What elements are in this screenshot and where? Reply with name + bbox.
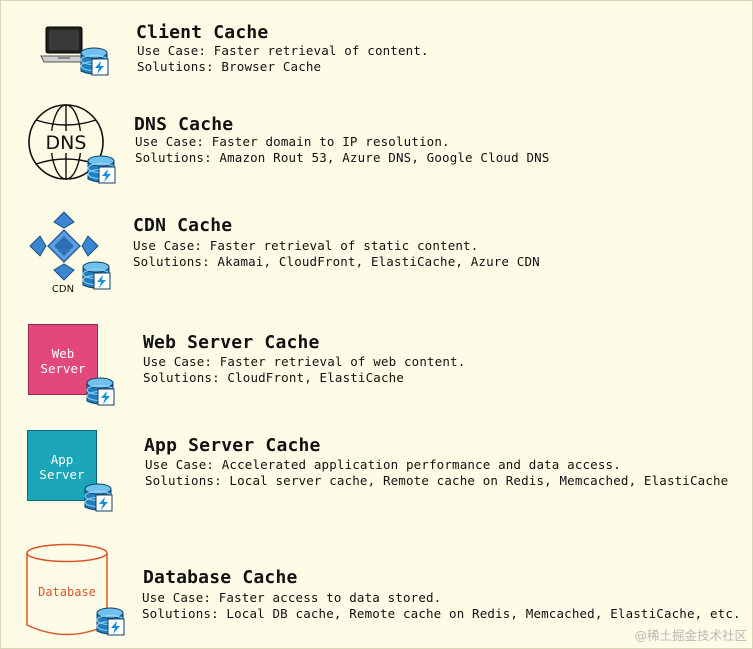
- database-icon: Database: [26, 543, 108, 636]
- web-server-label-line1: Web: [51, 346, 75, 361]
- cache-icon: [82, 261, 111, 290]
- cache-icon: [86, 377, 115, 406]
- item-use-case: Use Case: Faster retrieval of static con…: [133, 238, 479, 253]
- item-title: App Server Cache: [144, 435, 321, 456]
- item-title: Database Cache: [143, 567, 298, 588]
- dns-icon-label: DNS: [46, 132, 87, 154]
- item-title: CDN Cache: [133, 215, 233, 236]
- laptop-icon: [40, 26, 88, 63]
- item-solutions: Solutions: Akamai, CloudFront, ElastiCac…: [133, 254, 540, 269]
- cache-icon: [96, 607, 125, 636]
- cache-icon: [84, 483, 113, 512]
- item-title: Web Server Cache: [143, 332, 320, 353]
- watermark: @稀土掘金技术社区: [634, 628, 747, 643]
- item-title: Client Cache: [136, 22, 269, 43]
- item-solutions: Solutions: Local server cache, Remote ca…: [145, 473, 729, 488]
- cache-icon: [80, 47, 109, 76]
- item-use-case: Use Case: Accelerated application perfor…: [145, 457, 621, 472]
- item-use-case: Use Case: Faster retrieval of web conten…: [143, 354, 466, 369]
- item-use-case: Use Case: Faster retrieval of content.: [137, 43, 429, 58]
- app-server-label-line1: App: [50, 452, 74, 467]
- item-solutions: Solutions: CloudFront, ElastiCache: [143, 370, 404, 385]
- database-icon-label: Database: [38, 585, 96, 599]
- app-server-label-line2: Server: [39, 467, 85, 482]
- item-use-case: Use Case: Faster access to data stored.: [142, 590, 442, 605]
- cdn-icon-label: CDN: [52, 284, 74, 295]
- web-server-icon: Web Server: [28, 324, 98, 395]
- item-use-case: Use Case: Faster domain to IP resolution…: [135, 134, 450, 149]
- item-solutions: Solutions: Amazon Rout 53, Azure DNS, Go…: [135, 150, 550, 165]
- item-solutions: Solutions: Browser Cache: [137, 59, 322, 74]
- web-server-label-line2: Server: [40, 361, 86, 376]
- item-title: DNS Cache: [134, 114, 234, 135]
- item-solutions: Solutions: Local DB cache, Remote cache …: [142, 606, 741, 621]
- globe-icon: DNS: [28, 104, 104, 180]
- cache-icon: [87, 155, 116, 184]
- cdn-icon: CDN: [29, 211, 99, 295]
